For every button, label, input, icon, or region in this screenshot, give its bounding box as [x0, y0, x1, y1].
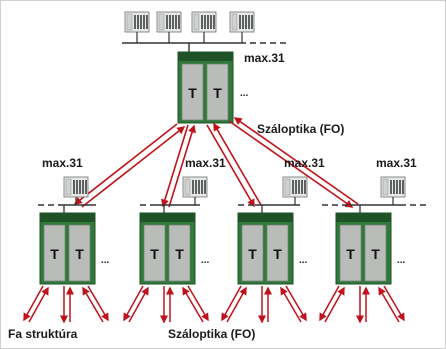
tree-structure-label: Fa struktúra	[8, 327, 78, 341]
branch-3-max-label: max.31	[284, 156, 325, 170]
branch-4-slot-2-label: T	[371, 246, 380, 262]
branch-2-slot-2-label: T	[175, 246, 184, 262]
fiber-links-root	[73, 117, 359, 208]
branch-3-slot-2-label: T	[273, 246, 282, 262]
branch-4-field-device	[380, 176, 406, 198]
branch-4-ellipsis: ...	[397, 255, 406, 266]
branch-1-ellipsis: ...	[101, 255, 110, 266]
top-field-device-2	[156, 11, 182, 33]
branch-module-2: T T	[139, 212, 196, 285]
branch-2-max-label: max.31	[185, 156, 226, 170]
fiber-label-top: Száloptika (FO)	[257, 122, 344, 136]
root-module: T T	[177, 51, 234, 124]
fiber-label-bottom: Száloptika (FO)	[168, 327, 255, 341]
top-field-device-1	[124, 11, 150, 33]
branch-4-slot-1-label: T	[346, 246, 355, 262]
branch-3-ellipsis: ...	[299, 255, 308, 266]
top-device-bus	[122, 11, 290, 53]
branch-module-4: T T	[335, 212, 392, 285]
branch-4-max-label: max.31	[376, 156, 417, 170]
top-field-device-3	[191, 11, 217, 33]
branch-2-field-device	[182, 176, 208, 198]
branch-1-max-label: max.31	[42, 156, 83, 170]
branch-1-field-device	[63, 176, 89, 198]
fiber-links-bottom	[23, 285, 405, 324]
root-module-ellipsis: ...	[240, 88, 249, 99]
branch-module-1: T T	[39, 212, 96, 285]
branch-bus-1	[38, 176, 96, 214]
top-field-device-4	[229, 11, 255, 33]
branch-module-3: T T	[237, 212, 294, 285]
branch-1-slot-1-label: T	[50, 246, 59, 262]
root-module-slot-2-label: T	[213, 85, 222, 101]
top-max-label: max.31	[244, 51, 285, 65]
branch-2-ellipsis: ...	[201, 255, 210, 266]
root-module-slot-1-label: T	[188, 85, 197, 101]
branch-bus-4	[322, 176, 430, 214]
branch-3-slot-1-label: T	[248, 246, 257, 262]
branch-1-slot-2-label: T	[75, 246, 84, 262]
branch-2-slot-1-label: T	[150, 246, 159, 262]
branch-3-field-device	[282, 176, 308, 198]
branch-bus-2	[140, 176, 208, 214]
